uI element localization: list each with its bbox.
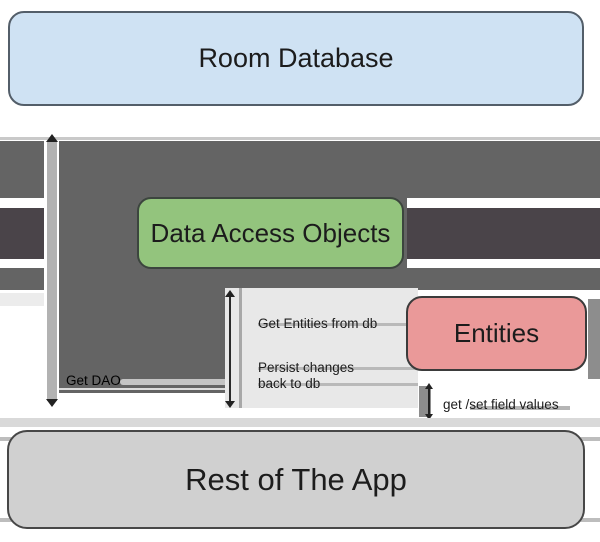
get-dao-underline: [120, 379, 228, 385]
get-set-arrowhead-up-icon: [425, 383, 433, 389]
get-set-arrow-line: [428, 386, 430, 417]
get-set-field-values-label: get /set field values: [443, 397, 559, 412]
label-strike-line: [258, 367, 418, 370]
entity-transfer-panel: [225, 288, 418, 408]
connector-stripe: [57, 388, 228, 390]
get-dao-arrow-shaft: [47, 141, 57, 401]
room-database-node: Room Database: [8, 11, 584, 106]
persist-changes-label-line2: back to db: [258, 376, 321, 391]
label-strike-line: [258, 323, 418, 326]
arrow-band-faint-left: [0, 293, 45, 306]
entity-transfer-arrow-line: [229, 292, 231, 404]
get-dao-arrowhead-up-icon: [46, 134, 58, 142]
get-entities-label: Get Entities from db: [258, 316, 378, 331]
get-dao-arrowhead-down-icon: [46, 399, 58, 407]
bottom-light-band: [0, 418, 600, 427]
data-access-objects-node: Data Access Objects: [137, 197, 404, 269]
entity-transfer-gray-line: [239, 288, 242, 408]
entities-node: Entities: [406, 296, 587, 371]
get-dao-label: Get DAO: [66, 373, 121, 388]
persist-changes-label-line1: Persist changes: [258, 360, 355, 375]
entity-transfer-arrowhead-up-icon: [225, 290, 235, 297]
thin-divider-line: [0, 137, 600, 140]
get-set-arrowhead-down-icon: [425, 414, 433, 420]
rest-of-the-app-node: Rest of The App: [7, 430, 585, 529]
entity-transfer-arrowhead-down-icon: [225, 401, 235, 408]
label-strike-line: [258, 383, 418, 386]
right-edge-connector-strip: [588, 299, 600, 379]
label-strike-line: [470, 406, 570, 410]
